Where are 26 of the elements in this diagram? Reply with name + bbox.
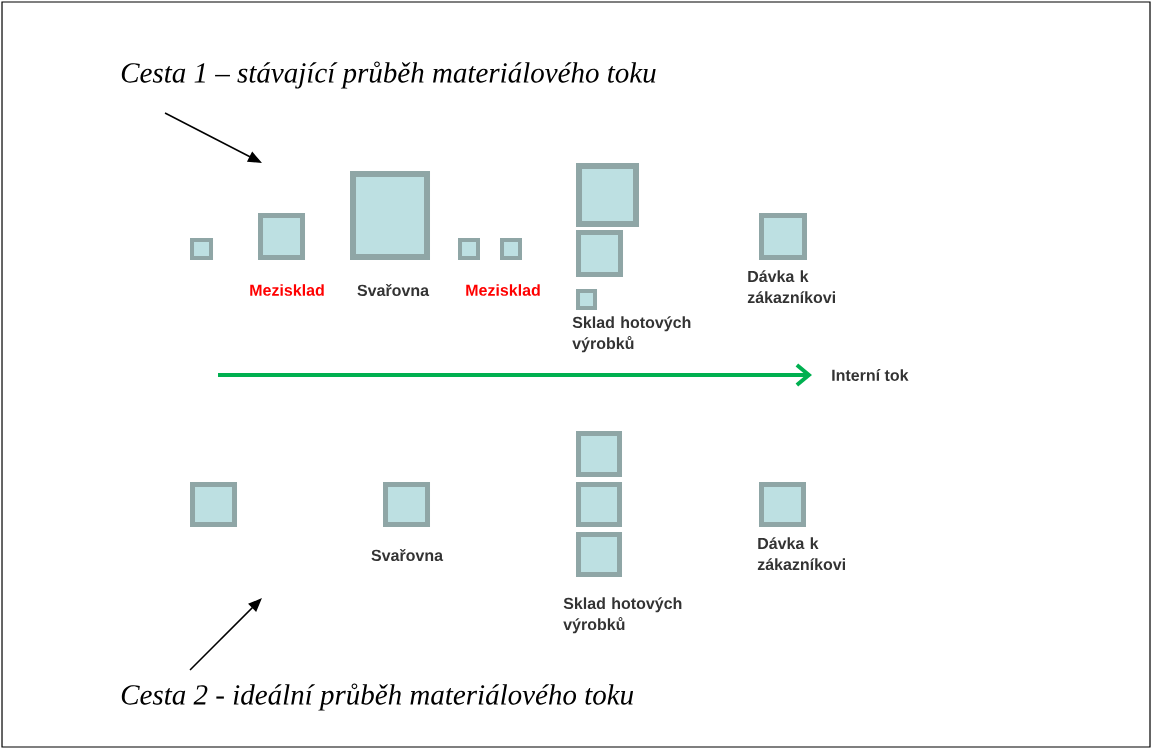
square-box	[500, 238, 522, 260]
heading: Cesta 1 – stávající průběh materiálového toku	[121, 61, 656, 89]
square-box	[576, 163, 639, 227]
square-box	[190, 482, 237, 527]
box-label: Dávka k zákazníkovi	[757, 537, 845, 571]
box-label: Sklad hotových výrobků	[563, 597, 682, 634]
box-label: Svařovna	[371, 548, 444, 562]
heading: Cesta 2 - ideální průběh materiálového toku	[121, 683, 634, 711]
box-label: Dávka k zákazníkovi	[747, 270, 835, 304]
square-box	[383, 482, 430, 527]
square-box	[258, 213, 305, 260]
box-label: Svařovna	[357, 283, 430, 297]
box-label: Interní tok	[832, 369, 909, 381]
box-label: Mezisklad	[250, 284, 324, 296]
square-box	[576, 230, 623, 277]
square-box	[190, 238, 213, 260]
square-box	[350, 171, 430, 260]
square-box	[759, 482, 806, 527]
square-box	[458, 238, 480, 260]
square-box	[576, 532, 622, 577]
square-box	[576, 431, 622, 477]
box-label: Sklad hotových výrobků	[572, 316, 691, 353]
square-box	[576, 482, 622, 527]
square-box	[576, 289, 597, 310]
box-label: Mezisklad	[466, 284, 540, 296]
square-box	[759, 213, 807, 260]
